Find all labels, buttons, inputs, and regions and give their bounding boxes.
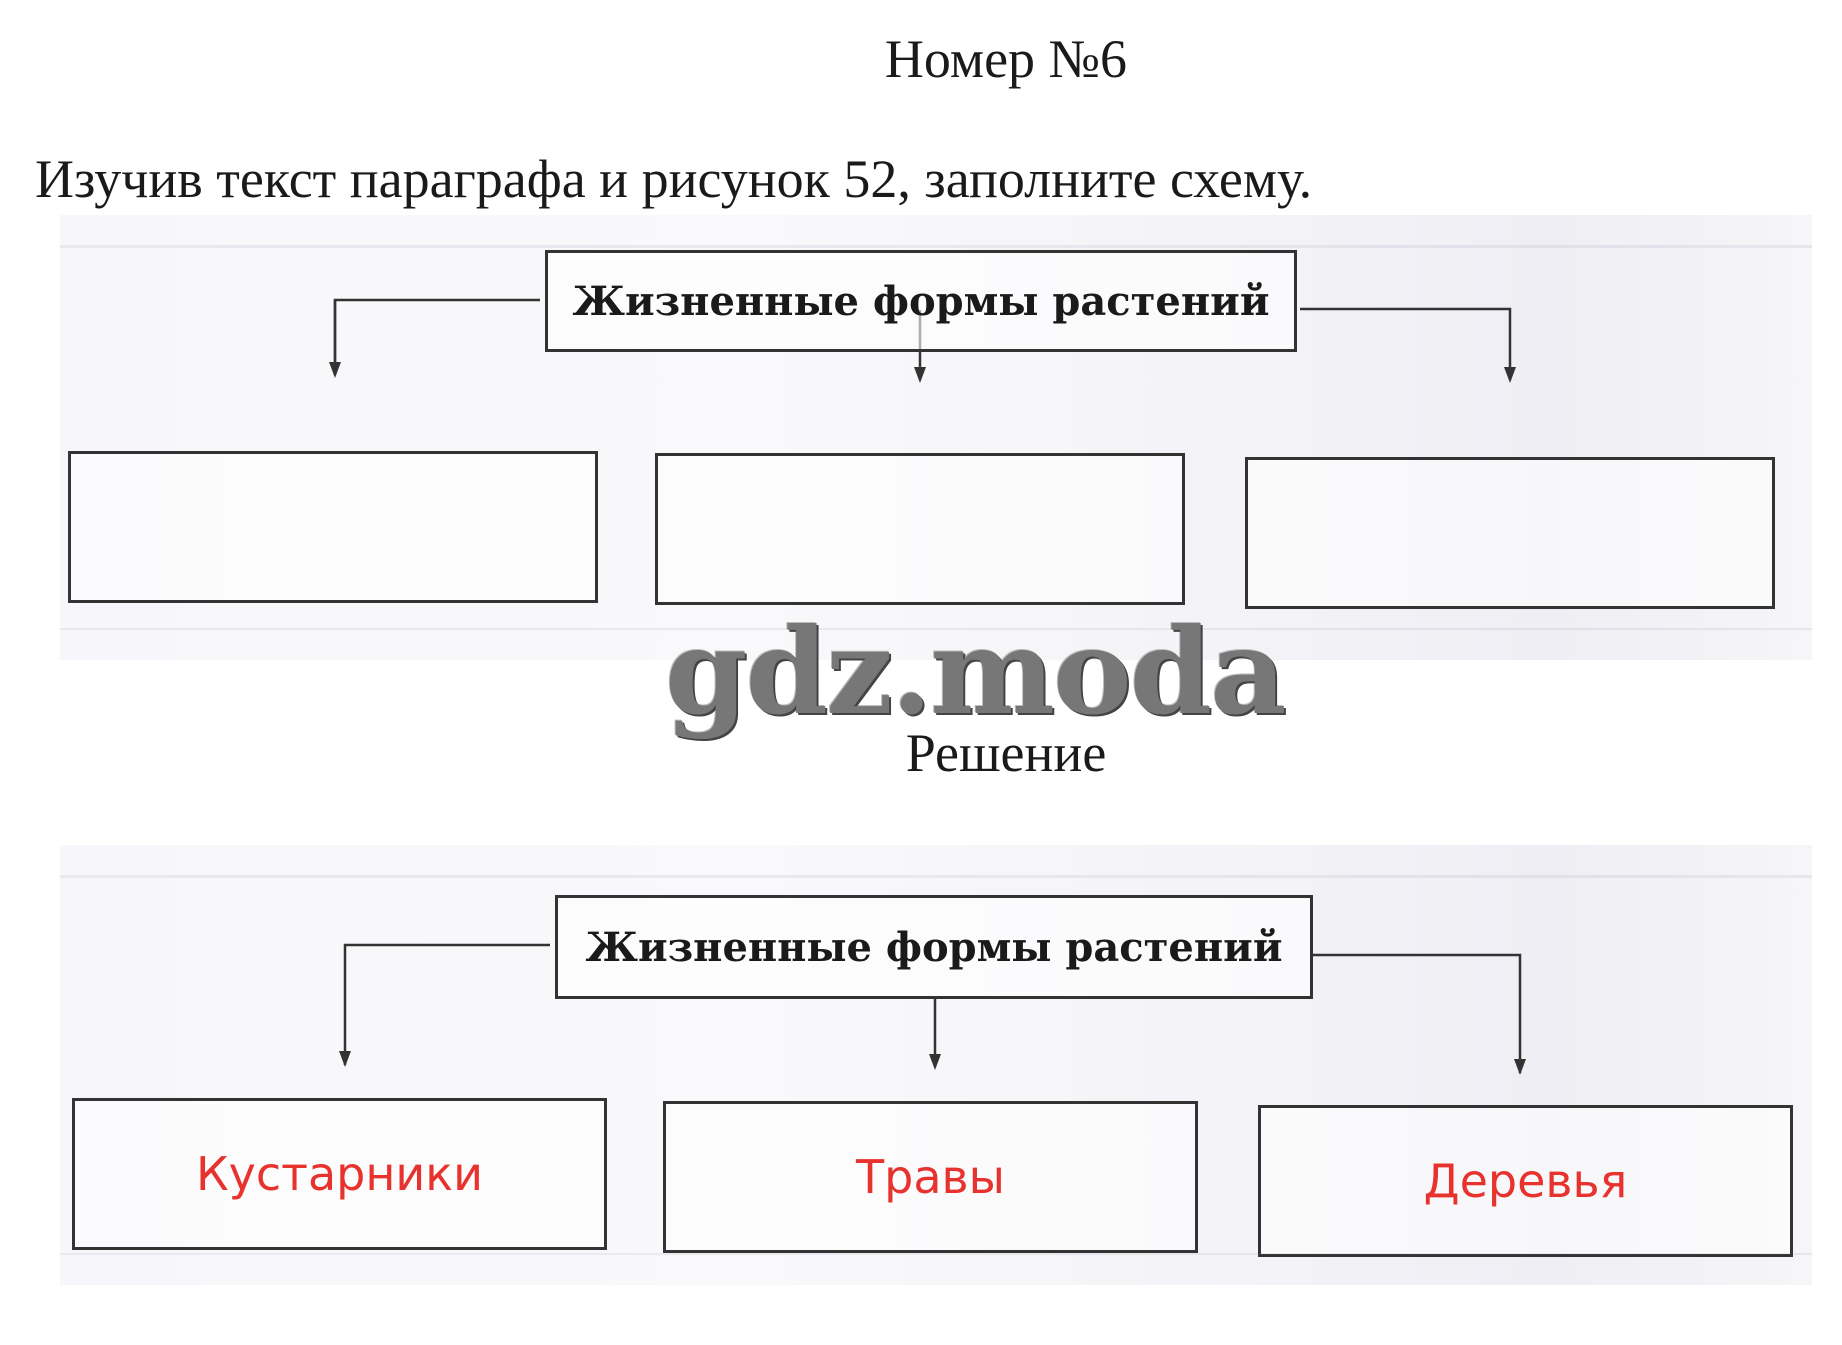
answer-box-3: Деревья bbox=[1258, 1105, 1793, 1257]
root-box: Жизненные формы растений bbox=[545, 250, 1297, 352]
watermark-logo: gdz.moda bbox=[665, 602, 1287, 741]
solution-title: Решение bbox=[905, 723, 1107, 783]
answer-box-1: Кустарники bbox=[72, 1098, 607, 1250]
answer-label: Деревья bbox=[1423, 1154, 1628, 1208]
root-label: Жизненные формы растений bbox=[572, 277, 1270, 325]
empty-box-1[interactable] bbox=[68, 451, 598, 603]
empty-box-2[interactable] bbox=[655, 453, 1185, 605]
task-diagram-connectors bbox=[329, 298, 1516, 383]
task-diagram: Жизненные формы растений bbox=[60, 215, 1812, 660]
answer-label: Кустарники bbox=[195, 1147, 483, 1201]
page-title: Номер №6 bbox=[884, 29, 1128, 89]
instruction-text: Изучив текст параграфа и рисунок 52, зап… bbox=[35, 149, 1313, 209]
solution-diagram-connectors bbox=[339, 943, 1526, 1075]
solution-diagram: Жизненные формы растений Кустарники Трав… bbox=[60, 845, 1812, 1285]
root-box: Жизненные формы растений bbox=[555, 895, 1313, 999]
answer-label: Травы bbox=[856, 1150, 1005, 1204]
empty-box-3[interactable] bbox=[1245, 457, 1775, 609]
answer-box-2: Травы bbox=[663, 1101, 1198, 1253]
root-label: Жизненные формы растений bbox=[585, 923, 1283, 971]
